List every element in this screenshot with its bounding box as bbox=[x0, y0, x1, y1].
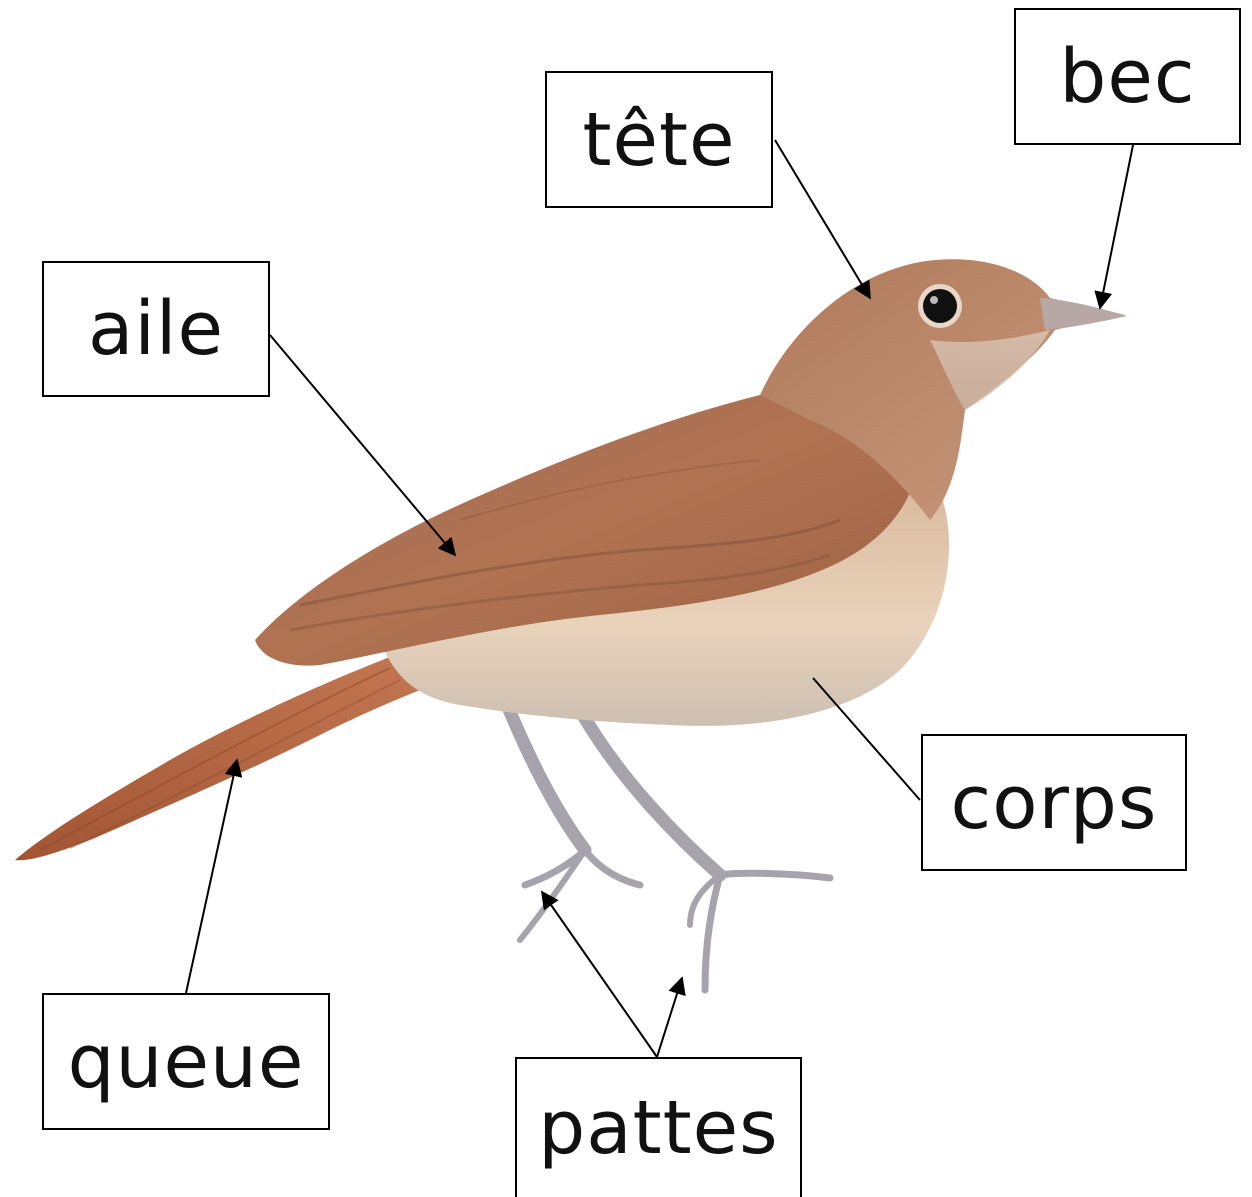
bird-head bbox=[760, 259, 1125, 520]
arrow-queue bbox=[185, 758, 243, 994]
label-corps-text: corps bbox=[950, 759, 1158, 846]
bird-throat bbox=[930, 330, 1050, 410]
arrow-pattes-left bbox=[540, 890, 658, 1058]
label-corps: corps bbox=[921, 734, 1187, 871]
label-bec: bec bbox=[1014, 8, 1241, 145]
leader-lines bbox=[185, 139, 1134, 1058]
bird-tail bbox=[15, 655, 420, 861]
arrow-tete bbox=[774, 139, 871, 300]
bird-legs bbox=[498, 693, 834, 994]
label-aile: aile bbox=[42, 261, 270, 397]
bird-eye bbox=[923, 289, 957, 323]
label-pattes: pattes bbox=[515, 1057, 802, 1197]
label-bec-text: bec bbox=[1059, 33, 1196, 120]
label-tete-text: tête bbox=[582, 96, 736, 183]
line-corps bbox=[812, 677, 921, 801]
label-queue: queue bbox=[42, 993, 330, 1130]
label-queue-text: queue bbox=[67, 1018, 305, 1105]
arrow-bec bbox=[1094, 144, 1134, 310]
bird-beak bbox=[1040, 298, 1127, 330]
tail-feather-line bbox=[39, 667, 391, 851]
wing-feather-line bbox=[299, 518, 841, 607]
bird-wing bbox=[255, 388, 917, 666]
label-pattes-text: pattes bbox=[538, 1085, 779, 1171]
wing-feather-line bbox=[459, 459, 761, 521]
label-tete: tête bbox=[545, 71, 773, 208]
label-aile-text: aile bbox=[88, 286, 224, 372]
wing-feather-line bbox=[289, 553, 831, 632]
eye-highlight bbox=[930, 296, 938, 304]
arrow-pattes-right bbox=[656, 976, 686, 1058]
arrow-aile bbox=[269, 334, 457, 557]
tail-feather-line bbox=[69, 679, 401, 849]
bird-illustration bbox=[15, 259, 1127, 994]
